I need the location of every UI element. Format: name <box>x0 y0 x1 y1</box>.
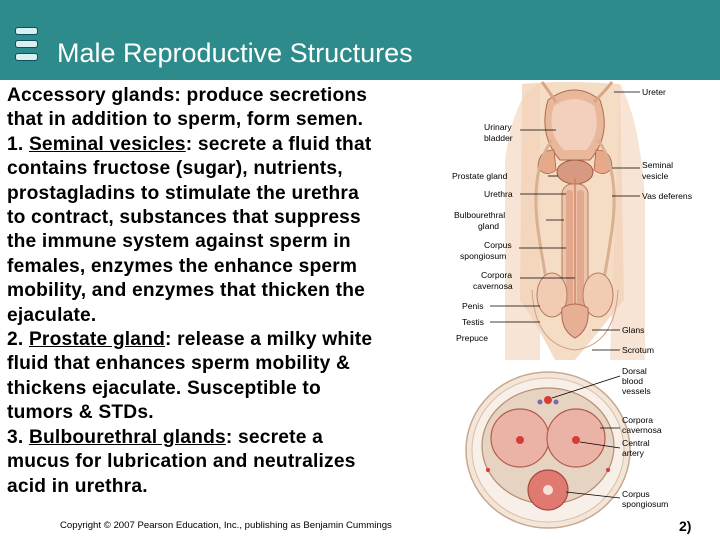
title-bar: Male Reproductive Structures <box>0 0 720 80</box>
slide-title: Male Reproductive Structures <box>57 38 413 68</box>
item-1-line-7: mobility, and enzymes that thicken the <box>7 280 366 302</box>
copyright-notice: Copyright © 2007 Pearson Education, Inc.… <box>60 520 392 531</box>
label-penis: Penis <box>462 301 484 311</box>
item-1-line-6: females, enzymes the enhance sperm <box>7 255 358 277</box>
label-central: Central <box>622 438 650 448</box>
item-2-text: : release a milky white <box>165 329 373 351</box>
item-3-line-3: acid in urethra. <box>7 475 148 497</box>
label-bulbourethral: Bulbourethral <box>454 210 505 220</box>
label-gland: gland <box>478 221 499 231</box>
item-1-line-2: contains fructose (sugar), nutrients, <box>7 158 343 180</box>
label-corpora-top: Corpora <box>481 270 512 280</box>
label-prostate-gland: Prostate gland <box>452 171 508 181</box>
label-corpus-bottom: Corpus <box>622 489 650 499</box>
label-spongiosum-bottom: spongiosum <box>622 499 668 509</box>
label-artery: artery <box>622 448 645 458</box>
label-ureter: Ureter <box>642 87 666 97</box>
item-2-term: Prostate gland <box>28 329 166 351</box>
item-2-line-4: tumors & STDs. <box>7 402 154 424</box>
label-seminal: Seminal <box>642 160 673 170</box>
item-1-line-5: the immune system against sperm in <box>7 231 351 253</box>
page-number: 2) <box>679 518 692 534</box>
label-corpus-top: Corpus <box>484 240 512 250</box>
label-vesicle: vesicle <box>642 171 668 181</box>
intro-line-2: that in addition to sperm, form semen. <box>7 109 364 131</box>
label-vas-deferens: Vas deferens <box>642 191 692 201</box>
item-1-line-3: prostagladins to stimulate the urethra <box>7 182 359 204</box>
item-2-line-2: fluid that enhances sperm mobility & <box>7 353 351 375</box>
label-glans: Glans <box>622 325 644 335</box>
label-testis: Testis <box>462 317 484 327</box>
label-urethra: Urethra <box>484 189 513 199</box>
item-3-number: 3. <box>7 426 29 448</box>
item-1-line-4: to contract, substances that suppress <box>7 207 361 229</box>
label-urinary: Urinary <box>484 122 512 132</box>
label-bladder: bladder <box>484 133 513 143</box>
item-2-line-3: thickens ejaculate. Susceptible to <box>7 377 321 399</box>
label-corpora-bottom: Corpora <box>622 415 653 425</box>
label-scrotum: Scrotum <box>622 345 654 355</box>
item-3-term: Bulbourethral glands <box>28 426 226 448</box>
item-1-term: Seminal vesicles <box>28 133 186 155</box>
item-2-line-1: 2. Prostate gland: release a milky white <box>7 328 462 352</box>
leader-lines-top <box>490 91 640 351</box>
item-1-text: : secrete a fluid that <box>185 133 372 155</box>
label-cavernosa-bottom: cavernosa <box>622 425 662 435</box>
label-dorsal: Dorsal <box>622 366 647 376</box>
label-vessels: vessels <box>622 386 651 396</box>
label-cavernosa-top: cavernosa <box>473 281 513 291</box>
item-1-line-1: 1. Seminal vesicles: secrete a fluid tha… <box>7 133 462 157</box>
item-2-number: 2. <box>7 329 29 351</box>
label-blood: blood <box>622 376 643 386</box>
slide-bullet-icon <box>15 27 38 61</box>
item-3-text: : secrete a <box>225 426 324 448</box>
label-spongiosum-top: spongiosum <box>460 251 506 261</box>
anatomy-figure: Ureter Urinary bladder Prostate gland Se… <box>449 80 720 529</box>
reproductive-system-illustration <box>449 80 720 362</box>
item-1-line-8: ejaculate. <box>7 304 97 326</box>
item-1-number: 1. <box>7 133 29 155</box>
penis-cross-section-illustration <box>449 362 631 529</box>
item-3-line-2: mucus for lubrication and neutralizes <box>7 451 356 473</box>
intro-line-1: Accessory glands: produce secretions <box>7 85 368 106</box>
leader-lines-bottom <box>551 375 621 499</box>
label-prepuce: Prepuce <box>456 333 488 343</box>
body-text: Accessory glands: produce secretions tha… <box>7 84 462 499</box>
item-3-line-1: 3. Bulbourethral glands: secrete a <box>7 426 462 450</box>
